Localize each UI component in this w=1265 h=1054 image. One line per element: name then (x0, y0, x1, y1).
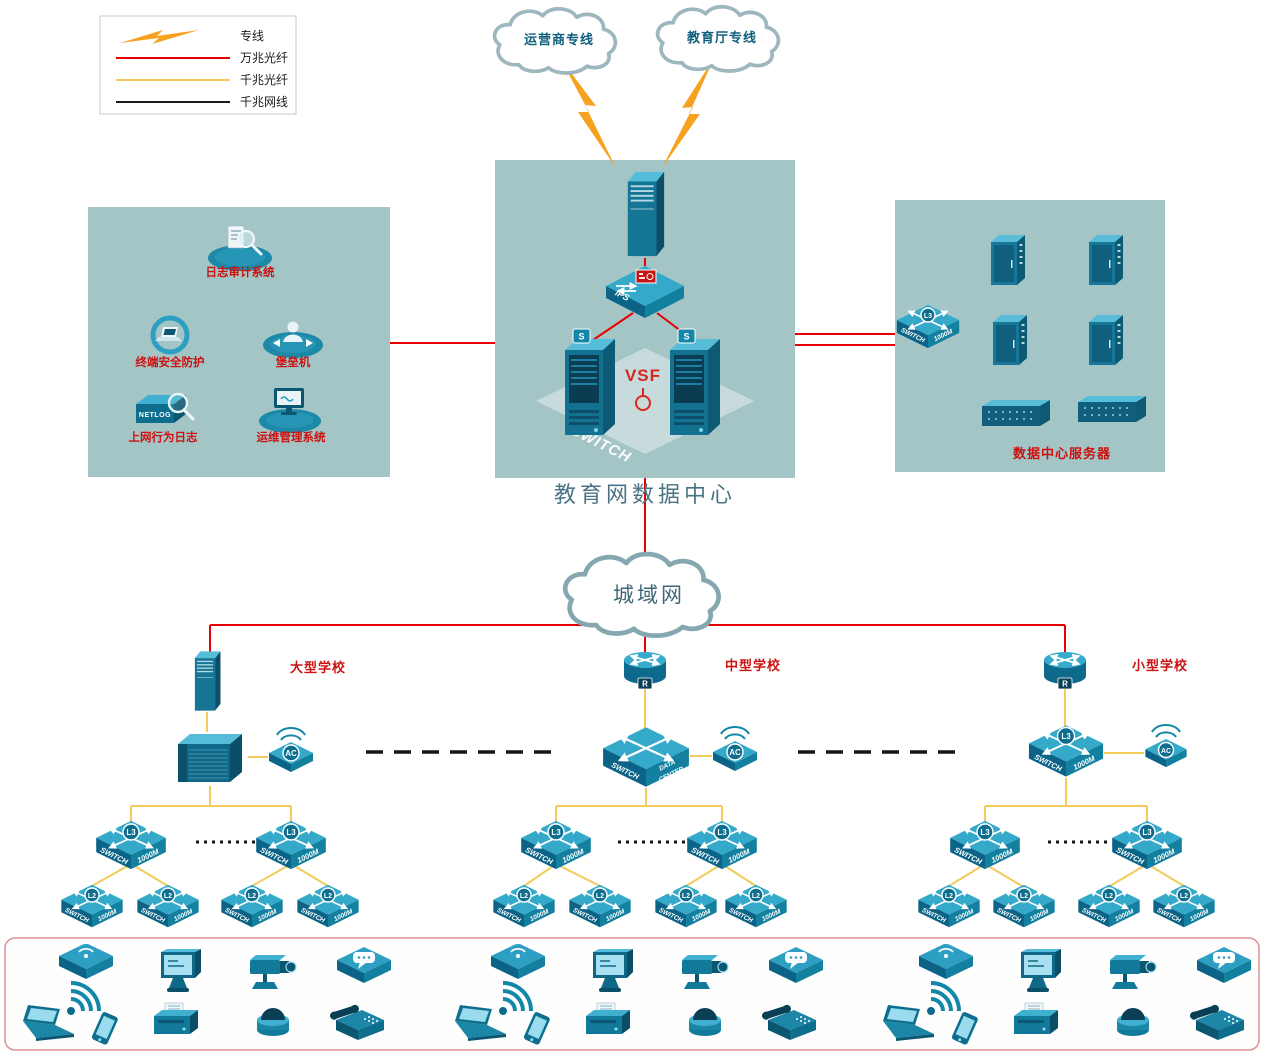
core-chassis-icon (177, 733, 243, 783)
core-l3-switch: SWITCH 1000M L3 (1029, 725, 1103, 776)
svg-text:R: R (642, 680, 648, 689)
vsf-label: VSF (625, 366, 661, 385)
svg-text:L3: L3 (1061, 732, 1071, 741)
svg-text:L3: L3 (286, 828, 296, 837)
ac-controller: AC (1145, 723, 1187, 768)
school-label-large: 大型学校 (290, 660, 346, 675)
security-zone: 日志审计系统 终端安全防护 堡垒机 NETLOG 上网行为日志 运维管理系统 (129, 224, 326, 444)
school-label-medium: 中型学校 (725, 658, 781, 673)
svg-text:L3: L3 (1142, 828, 1152, 837)
svg-text:L2: L2 (945, 893, 953, 900)
1g-fiber-links (91, 688, 1185, 887)
ips-device: IPS (606, 266, 684, 318)
log-audit-label: 日志审计系统 (206, 265, 275, 279)
bastion-label: 堡垒机 (276, 355, 311, 369)
behavior-log-label: 上网行为日志 (129, 430, 198, 444)
ac-controller: AC (269, 726, 313, 772)
svg-text:L3: L3 (980, 828, 990, 837)
svg-text:L2: L2 (164, 893, 172, 900)
svg-text:R: R (1062, 680, 1068, 689)
terminal-protect-label: 终端安全防护 (136, 355, 205, 369)
server-zone-title: 数据中心服务器 (1013, 446, 1111, 461)
router: R (1044, 652, 1086, 690)
lightning-bolt-education (662, 58, 714, 168)
svg-text:AC: AC (285, 749, 297, 758)
core-switch-datacenter: SWITCH DATA CENTER (603, 727, 689, 786)
svg-text:L2: L2 (1020, 893, 1028, 900)
legend-item-10g-fiber: 万兆光纤 (240, 51, 288, 65)
operator-cloud-label: 运营商专线 (524, 32, 594, 47)
svg-text:AC: AC (1161, 748, 1171, 755)
school-label-small: 小型学校 (1132, 658, 1188, 673)
svg-text:L3: L3 (126, 828, 136, 837)
legend-item-1g-cable: 千兆网线 (240, 95, 288, 109)
legend-lightning-icon (120, 30, 199, 44)
svg-text:L2: L2 (324, 893, 332, 900)
svg-text:L3: L3 (717, 828, 727, 837)
svg-text:L2: L2 (1105, 893, 1113, 900)
man-cloud-label: 城域网 (613, 583, 685, 607)
1g-cable-links (196, 750, 1112, 844)
svg-text:L2: L2 (248, 893, 256, 900)
rack-server-icon (1078, 396, 1146, 422)
ops-mgmt-label: 运维管理系统 (257, 430, 326, 444)
legend: 专线 万兆光纤 千兆光纤 千兆网线 (99, 15, 297, 115)
svg-text:L2: L2 (682, 893, 690, 900)
svg-text:L2: L2 (520, 893, 528, 900)
vsf-server-flag: S (572, 328, 591, 344)
legend-item-1g-fiber: 千兆光纤 (240, 73, 288, 87)
server-cabinet-icon (993, 315, 1027, 365)
server-cabinet-icon (1089, 315, 1123, 365)
vsf-server-flag: S (677, 328, 696, 344)
netlog-device-label: NETLOG (139, 412, 171, 419)
vsf-ring-icon (635, 395, 651, 411)
vsf-server-icon (565, 339, 615, 435)
vsf-server-icon (670, 339, 720, 435)
rack-server-icon (982, 400, 1050, 426)
svg-text:L2: L2 (88, 893, 96, 900)
svg-text:L2: L2 (596, 893, 604, 900)
svg-text:L2: L2 (1180, 893, 1188, 900)
datacenter-title: 教育网数据中心 (554, 483, 736, 508)
education-cloud: 教育厅专线 (655, 4, 781, 73)
ac-controller: AC (713, 725, 757, 771)
core-firewall (627, 171, 665, 257)
man-cloud: 城域网 (565, 554, 718, 636)
server-cabinet-icon (1089, 235, 1123, 285)
netlog-icon: NETLOG (134, 392, 195, 425)
svg-text:S: S (683, 332, 689, 342)
svg-text:AC: AC (729, 748, 741, 757)
education-cloud-label: 教育厅专线 (686, 30, 757, 45)
svg-text:L3: L3 (551, 828, 561, 837)
svg-text:L3: L3 (924, 313, 932, 320)
lightning-bolt-operator (560, 58, 616, 168)
edge-server-icon (194, 651, 221, 711)
legend-item-dedicated: 专线 (240, 28, 264, 43)
server-cabinet-icon (991, 235, 1025, 285)
operator-cloud: 运营商专线 (492, 6, 618, 75)
svg-text:S: S (578, 332, 584, 342)
svg-text:L2: L2 (752, 893, 760, 900)
router: R (624, 652, 666, 690)
